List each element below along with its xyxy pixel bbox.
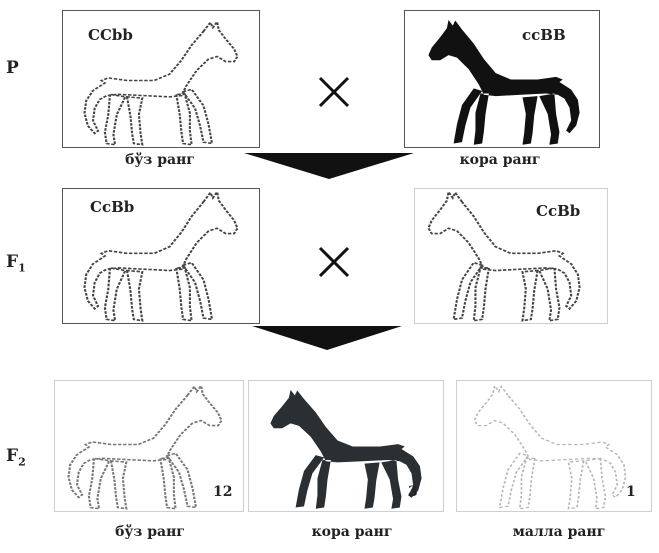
light-horse-outline-icon: [420, 190, 588, 322]
f2-count-1: 12: [213, 484, 232, 500]
down-triangle-arrow-icon: [252, 326, 402, 354]
down-triangle-arrow-icon: [244, 153, 414, 183]
f2-caption-3: малла ранг: [494, 524, 624, 540]
f2-caption-1: бўз ранг: [90, 524, 210, 540]
f2-count-2: 3: [408, 484, 418, 500]
black-horse-icon: [420, 18, 588, 146]
light-gray-horse-icon: [76, 20, 246, 146]
gray-horse-outline-icon: [60, 384, 230, 510]
generation-label-f1: F1: [6, 252, 26, 274]
parent-left-caption: бўз ранг: [100, 152, 220, 168]
dark-horse-icon: [262, 388, 430, 510]
faint-horse-outline-icon: [466, 384, 634, 510]
generation-label-f2: F2: [6, 446, 26, 468]
cross-symbol-icon: [318, 76, 350, 112]
generation-label-p: P: [6, 58, 19, 78]
f2-count-3: 1: [626, 484, 636, 500]
parent-right-caption: кора ранг: [440, 152, 560, 168]
f2-caption-2: кора ранг: [292, 524, 412, 540]
light-horse-outline-icon: [76, 190, 246, 322]
cross-symbol-icon: [318, 246, 350, 282]
